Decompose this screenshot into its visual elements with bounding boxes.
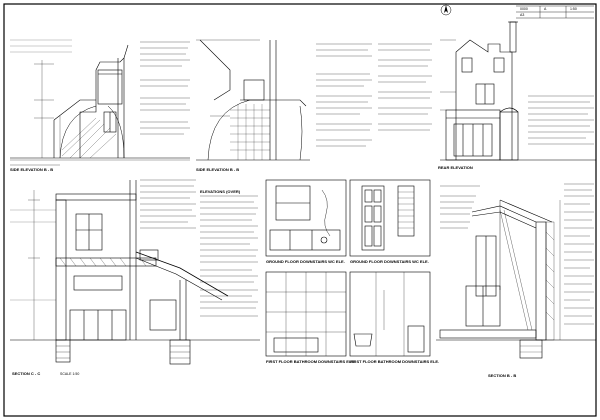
side-elevation-center-drawing <box>196 39 310 161</box>
label-section-b: SECTION B - B <box>488 373 517 378</box>
title-block <box>516 5 594 19</box>
label-gf-wc-2: GROUND FLOOR DOWNSTAIRS WC ELE. <box>350 259 429 264</box>
label-side-elevation-left: SIDE ELEVATION B - B <box>10 167 54 172</box>
notes-section-b <box>440 183 594 325</box>
notes-center-elevation <box>316 43 432 147</box>
title-block-revision: A <box>544 7 547 11</box>
label-elevations-heading: ELEVATIONS (OVER) <box>200 189 241 194</box>
title-block-scale: 1:50 <box>570 7 577 11</box>
side-elevation-left-drawing <box>10 39 190 166</box>
label-side-elevation-center: SIDE ELEVATION B - B <box>196 167 240 172</box>
notes-rear-elevation <box>528 95 594 145</box>
label-ff-bath-1: FIRST FLOOR BATHROOM DOWNSTAIRS ELE. <box>266 359 356 364</box>
label-rear-elevation: REAR ELEVATION <box>438 165 473 170</box>
title-block-sheet: A3 <box>520 13 525 17</box>
label-gf-wc-1: GROUND FLOOR DOWNSTAIRS WC ELE. <box>266 259 345 264</box>
label-ff-bath-2: FIRST FLOOR BATHROOM DOWNSTAIRS ELE. <box>350 359 440 364</box>
section-b-drawing <box>436 185 596 359</box>
label-section-c: SECTION C - C <box>12 371 41 376</box>
rear-elevation-drawing <box>440 21 596 161</box>
scale-note: SCALE 1:50 <box>60 372 80 376</box>
interior-elevations-grid <box>265 179 431 357</box>
notes-left-elevation <box>140 41 190 135</box>
notes-section-c <box>140 179 258 317</box>
sheet-border <box>3 3 597 417</box>
north-arrow-icon <box>440 4 452 16</box>
title-block-drawing-no: 0000 <box>520 7 528 11</box>
section-c-drawing <box>10 180 260 365</box>
